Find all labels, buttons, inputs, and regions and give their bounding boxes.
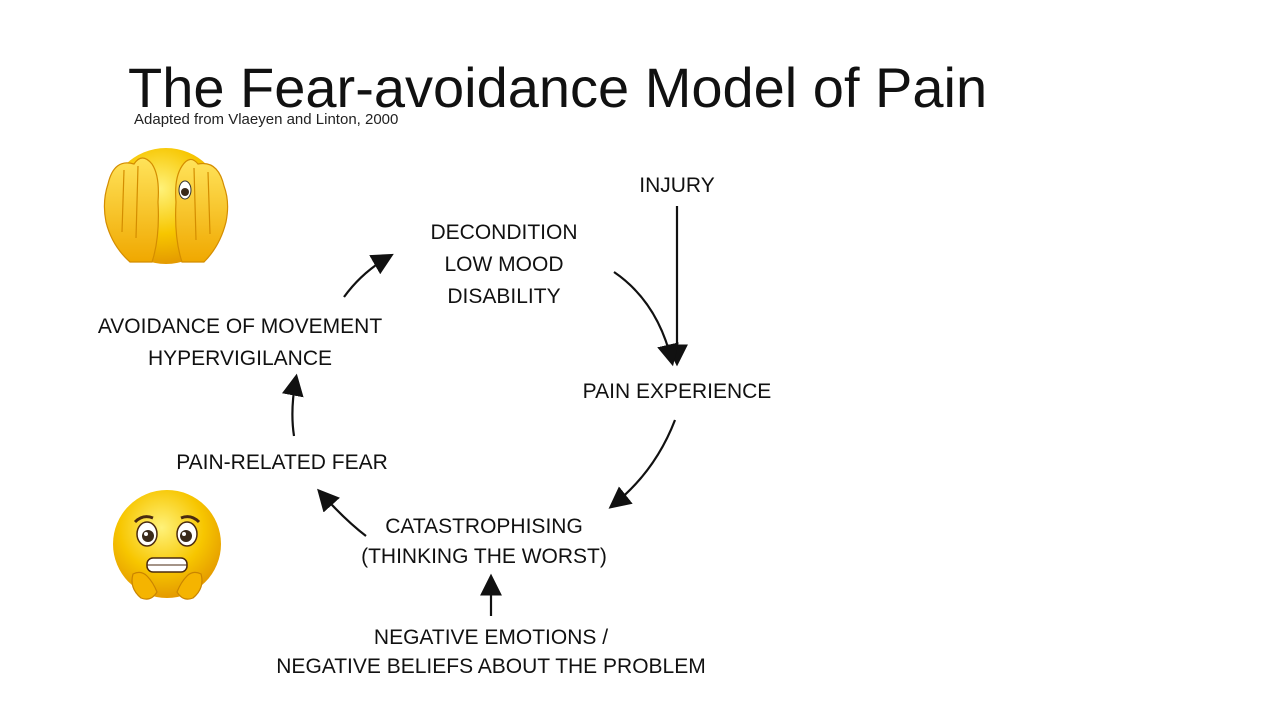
node-avoidance-line-2: HYPERVIGILANCE <box>147 347 332 370</box>
node-catastrophising-line-2: (THINKING THE WORST) <box>361 545 607 568</box>
arrow-pain-to-catastrophising <box>608 419 677 509</box>
peeking-face-icon <box>103 148 229 264</box>
node-negative-emotions-line-2: NEGATIVE BELIEFS ABOUT THE PROBLEM <box>276 655 706 678</box>
node-avoidance-line-1: AVOIDANCE OF MOVEMENT <box>97 315 383 338</box>
node-injury: INJURY <box>627 170 727 202</box>
node-pain-experience-line: PAIN EXPERIENCE <box>582 380 772 403</box>
node-decondition-line-2: LOW MOOD <box>444 253 564 276</box>
arrow-catastrophising-to-fear <box>317 488 367 537</box>
node-pain-related-fear: PAIN-RELATED FEAR <box>162 447 402 479</box>
node-decondition-line-1: DECONDITION <box>430 221 578 244</box>
slide-title: The Fear-avoidance Model of Pain <box>128 56 988 119</box>
scared-face-icon <box>113 490 221 600</box>
node-decondition-line-3: DISABILITY <box>447 285 561 308</box>
arrow-fear-to-avoidance <box>281 373 304 437</box>
node-pain-related-fear-line: PAIN-RELATED FEAR <box>176 451 388 474</box>
arrow-decondition-to-pain <box>613 271 679 367</box>
node-negative-emotions-line-1: NEGATIVE EMOTIONS / <box>373 626 609 649</box>
node-decondition: DECONDITION LOW MOOD DISABILITY <box>404 217 604 313</box>
node-avoidance: AVOIDANCE OF MOVEMENT HYPERVIGILANCE <box>80 311 400 375</box>
arrow-avoidance-to-decondition <box>343 253 394 298</box>
slide-subtitle: Adapted from Vlaeyen and Linton, 2000 <box>134 111 399 128</box>
node-catastrophising: CATASTROPHISING (THINKING THE WORST) <box>354 512 614 572</box>
node-catastrophising-line-1: CATASTROPHISING <box>385 515 583 538</box>
node-negative-emotions: NEGATIVE EMOTIONS / NEGATIVE BELIEFS ABO… <box>275 623 707 681</box>
node-pain-experience: PAIN EXPERIENCE <box>572 376 782 408</box>
node-injury-line: INJURY <box>639 174 715 197</box>
